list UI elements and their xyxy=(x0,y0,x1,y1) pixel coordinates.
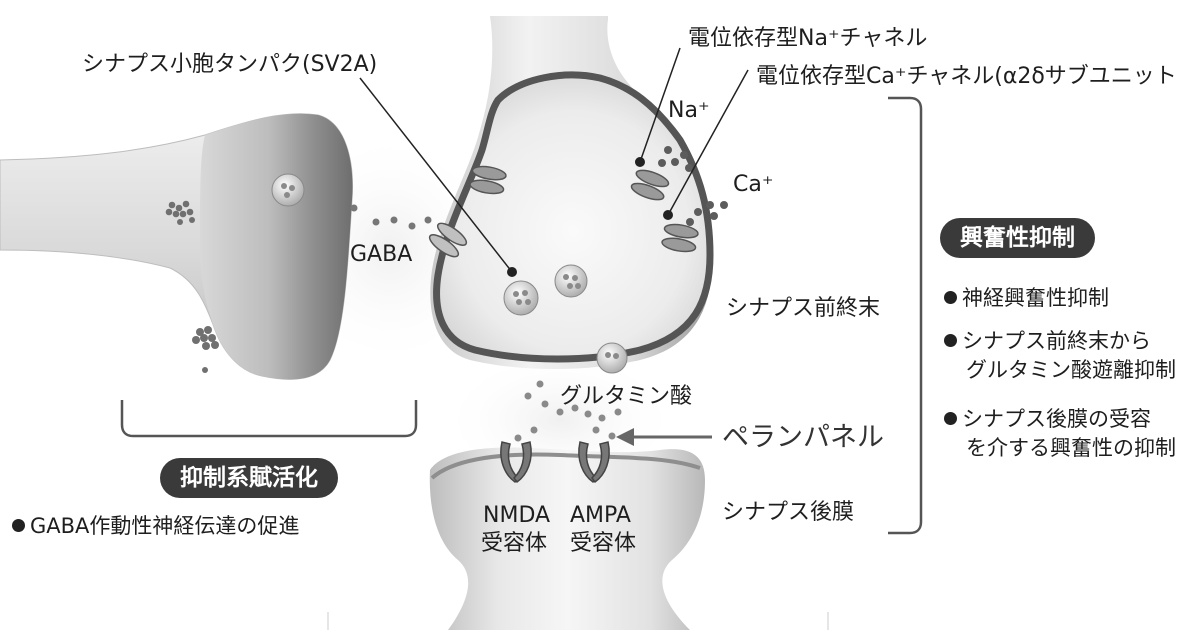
gaba-clusters xyxy=(165,200,219,373)
postsynaptic-membrane-label: シナプス後膜 xyxy=(722,500,855,525)
na-ions xyxy=(658,146,693,172)
gaba-molecules xyxy=(350,204,432,230)
gabaergic-neuron xyxy=(0,113,353,380)
na-channel-pointer-dot xyxy=(635,157,645,167)
excitatory-suppression-title: 興奮性抑制 xyxy=(940,218,1095,258)
sv2a-pointer-dot xyxy=(507,267,517,277)
glutamate-receptors xyxy=(500,441,610,484)
excitatory-bullet-3-cont: を介する興奮性の抑制 xyxy=(966,436,1176,460)
inhibitory-activation-title: 抑制系賦活化 xyxy=(160,458,338,498)
sv2a-label: シナプス小胞タンパク(SV2A) xyxy=(82,52,378,77)
na-ion-label: Na⁺ xyxy=(668,98,710,123)
ca-ions xyxy=(686,201,728,226)
ampa-receptor-label-1: AMPA xyxy=(570,503,631,528)
inhibitory-bracket xyxy=(120,400,418,438)
excitatory-bullet-3: シナプス後膜の受容 xyxy=(944,405,1151,434)
excitatory-bullet-1: 神経興奮性抑制 xyxy=(944,284,1109,313)
nmda-receptor-label-1: NMDA xyxy=(483,503,551,528)
inhibitory-bullet-1: GABA作動性神経伝達の促進 xyxy=(12,512,299,541)
excitatory-bullet-2-cont: グルタミン酸遊離抑制 xyxy=(966,358,1176,382)
ampa-receptor-label-2: 受容体 xyxy=(570,531,637,556)
ca-channel-pointer-dot xyxy=(663,210,673,220)
ion-channels xyxy=(428,165,699,258)
vesicle-contents xyxy=(281,183,619,359)
glutamate-label: グルタミン酸 xyxy=(560,384,693,409)
postsynaptic-neuron xyxy=(429,447,705,630)
ca-ion-label: Ca⁺ xyxy=(733,172,774,197)
na-channel-label: 電位依存型Na⁺チャネル xyxy=(688,26,928,51)
ca-channel-label: 電位依存型Ca⁺チャネル(α2δサブユニット xyxy=(756,64,1177,89)
presynaptic-terminal xyxy=(430,16,714,369)
excitatory-bullet-2: シナプス前終末から xyxy=(944,327,1151,356)
gaba-label: GABA xyxy=(350,242,413,267)
synaptic-vesicles xyxy=(271,173,628,374)
glutamate-molecules xyxy=(514,380,622,442)
nmda-receptor-label-2: 受容体 xyxy=(481,531,548,556)
excitatory-bracket xyxy=(888,96,923,535)
presynaptic-terminal-label: シナプス前終末 xyxy=(726,296,881,321)
perampanel-label: ペランパネル xyxy=(722,422,884,453)
perampanel-arrow xyxy=(616,428,712,446)
leader-lines xyxy=(359,47,749,273)
